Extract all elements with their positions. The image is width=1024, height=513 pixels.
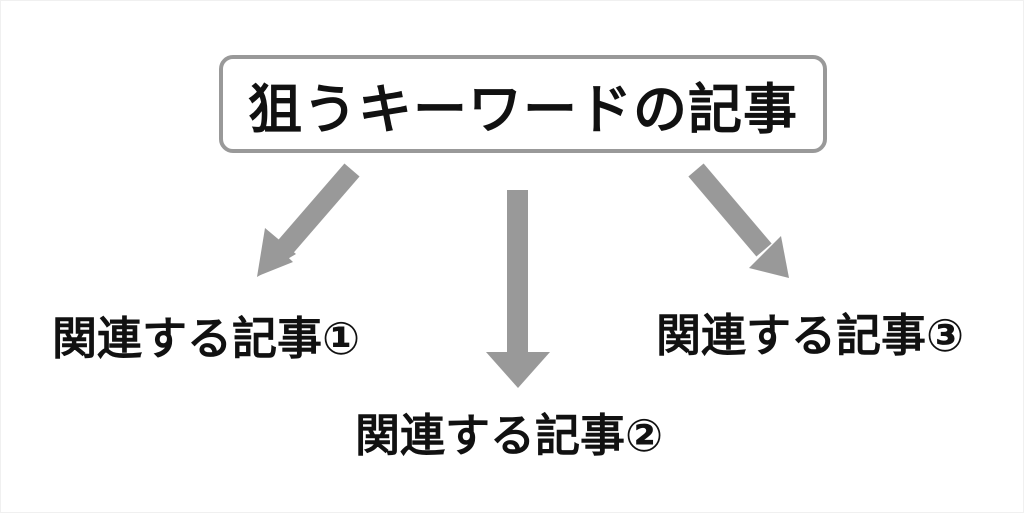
related-article-2-label: 関連する記事②: [355, 409, 664, 462]
related-article-3-label: 関連する記事③: [656, 309, 965, 362]
target-keyword-box: 狙うキーワードの記事: [219, 55, 827, 153]
arrow-to-related-3: [688, 163, 789, 278]
related-article-1-label: 関連する記事①: [52, 312, 361, 365]
arrow-to-related-2: [486, 190, 550, 388]
arrow-to-related-1: [257, 163, 360, 277]
target-keyword-label: 狙うキーワードの記事: [248, 77, 798, 141]
